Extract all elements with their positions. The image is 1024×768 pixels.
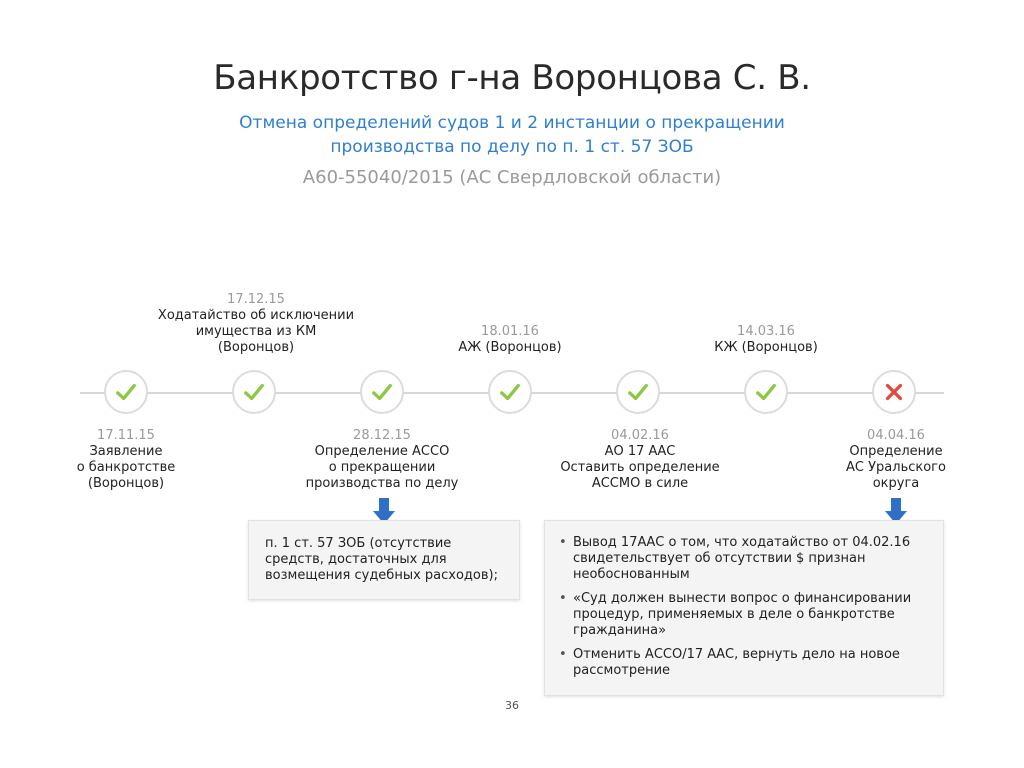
note-box-grounds: п. 1 ст. 57 ЗОБ (отсутствие средств, дос… (248, 520, 520, 600)
check-icon (116, 383, 136, 401)
cross-icon (885, 383, 903, 401)
note-box-cassation: • Вывод 17ААС о том, что ходатайство от 0… (544, 520, 944, 696)
timeline-node-7 (872, 370, 916, 414)
arrow-down-icon (373, 498, 395, 524)
event-date: 04.02.16 (611, 428, 669, 443)
timeline-node-3 (360, 370, 404, 414)
subtitle-line-2: производства по делу по п. 1 ст. 57 ЗОБ (330, 137, 694, 157)
bullet-icon: • (559, 647, 567, 662)
note-text: п. 1 ст. 57 ЗОБ (отсутствие средств, дос… (265, 536, 498, 583)
event-date: 28.12.15 (353, 428, 411, 443)
check-icon (372, 383, 392, 401)
page-subtitle: Отмена определений судов 1 и 2 инстанции… (0, 111, 1024, 159)
page-number: 36 (505, 699, 519, 712)
event-date: 18.01.16 (481, 324, 539, 339)
event-text: АО 17 ААС Оставить определение АССМО в с… (560, 444, 720, 491)
check-icon (756, 383, 776, 401)
list-item-text: «Суд должен вынести вопрос о финансирова… (573, 591, 912, 638)
event-below-4: 04.04.16 Определение АС Уральского округ… (834, 428, 958, 492)
check-icon (500, 383, 520, 401)
case-number: А60-55040/2015 (АС Свердловской области) (302, 167, 722, 188)
bullet-icon: • (559, 591, 567, 606)
arrow-down-icon (885, 498, 907, 524)
timeline-node-1 (104, 370, 148, 414)
page-title: Банкротство г-на Воронцова С. В. (213, 58, 811, 98)
event-text: АЖ (Воронцов) (458, 340, 562, 355)
event-below-2: 28.12.15 Определение АССО о прекращении … (296, 428, 468, 492)
event-date: 17.12.15 (227, 292, 285, 307)
timeline-node-6 (744, 370, 788, 414)
event-text: Определение АССО о прекращении производс… (305, 444, 459, 491)
check-icon (244, 383, 264, 401)
event-above-2: 18.01.16 АЖ (Воронцов) (440, 324, 580, 356)
event-text: Определение АС Уральского округа (846, 444, 946, 491)
list-item: • «Суд должен вынести вопрос о финансиров… (559, 591, 927, 639)
check-icon (628, 383, 648, 401)
event-text: Ходатайство об исключении имущества из К… (157, 308, 355, 355)
event-text: Заявление о банкротстве (Воронцов) (76, 444, 176, 491)
timeline-node-4 (488, 370, 532, 414)
list-item-text: Отменить АССО/17 ААС, вернуть дело на но… (573, 647, 900, 678)
bullet-icon: • (559, 535, 567, 550)
event-above-3: 14.03.16 КЖ (Воронцов) (696, 324, 836, 356)
subtitle-line-1: Отмена определений судов 1 и 2 инстанции… (239, 113, 785, 133)
event-date: 14.03.16 (737, 324, 795, 339)
event-above-1: 17.12.15 Ходатайство об исключении имуще… (156, 292, 356, 356)
list-item: • Вывод 17ААС о том, что ходатайство от 0… (559, 535, 927, 583)
event-text: КЖ (Воронцов) (714, 340, 818, 355)
note-list: • Вывод 17ААС о том, что ходатайство от 0… (559, 535, 927, 679)
timeline-node-2 (232, 370, 276, 414)
list-item-text: Вывод 17ААС о том, что ходатайство от 04… (573, 535, 911, 582)
event-below-3: 04.02.16 АО 17 ААС Оставить определение … (556, 428, 724, 492)
event-date: 04.04.16 (867, 428, 925, 443)
timeline-node-5 (616, 370, 660, 414)
event-date: 17.11.15 (97, 428, 155, 443)
event-below-1: 17.11.15 Заявление о банкротстве (Воронц… (56, 428, 196, 492)
list-item: • Отменить АССО/17 ААС, вернуть дело на н… (559, 647, 927, 679)
